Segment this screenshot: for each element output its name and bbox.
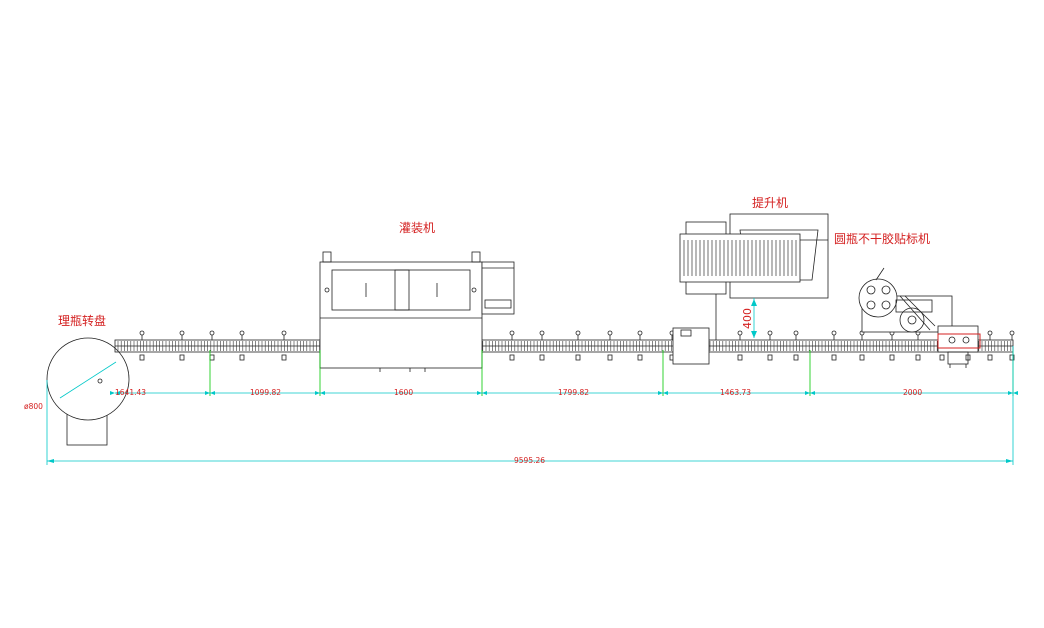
guide-post (575, 330, 581, 336)
segment-dimension-3: 1600 (394, 388, 413, 397)
conveyor (114, 330, 1015, 361)
leg-foot (831, 354, 837, 361)
dimension-arrow (663, 391, 668, 395)
filling-machine (319, 251, 515, 372)
total-dimension: 9595.26 (514, 456, 545, 465)
guide-post (737, 330, 743, 336)
guide-post (767, 330, 773, 336)
guide-post (509, 330, 515, 336)
dimension-arrow (320, 391, 325, 395)
segment-dimension-5: 1463.73 (720, 388, 751, 397)
leg-foot (987, 354, 993, 361)
leg-foot (859, 354, 865, 361)
dimension-lines (46, 346, 1018, 465)
segment-dimension-6: 2000 (903, 388, 922, 397)
leg-foot (281, 354, 287, 361)
guide-post (637, 330, 643, 336)
guide-post (793, 330, 799, 336)
guide-post (209, 330, 215, 336)
leg-foot (179, 354, 185, 361)
leg-foot (239, 354, 245, 361)
leg-foot (139, 354, 145, 361)
turntable (46, 337, 130, 446)
segment-dimension-4: 1799.82 (558, 388, 589, 397)
guide-post (139, 330, 145, 336)
height-dimension: 400 (741, 308, 754, 329)
guide-post (239, 330, 245, 336)
leg-foot (915, 354, 921, 361)
guide-post (179, 330, 185, 336)
labeling-machine (858, 267, 981, 368)
segment-dimension-2: 1099.82 (250, 388, 281, 397)
guide-post (1009, 330, 1015, 336)
dimension-arrow (805, 391, 810, 395)
leg-foot (509, 354, 515, 361)
dimension-arrow (810, 391, 815, 395)
guide-post (987, 330, 993, 336)
dimension-arrow (477, 391, 482, 395)
dimension-arrow (210, 391, 215, 395)
leg-foot (607, 354, 613, 361)
leg-foot (637, 354, 643, 361)
dimension-arrow (110, 391, 115, 395)
dimension-arrow (1008, 391, 1013, 395)
guide-post (831, 330, 837, 336)
leg-foot (575, 354, 581, 361)
leg-foot (737, 354, 743, 361)
segment-dimension-1: 1641.43 (115, 388, 146, 397)
dimension-arrow (315, 391, 320, 395)
turntable-label: 理瓶转盘 (58, 313, 106, 328)
leg-foot (889, 354, 895, 361)
leg-foot (539, 354, 545, 361)
dimension-arrow (482, 391, 487, 395)
dimension-arrow (1013, 391, 1018, 395)
leg-foot (209, 354, 215, 361)
dimension-arrow (658, 391, 663, 395)
guide-post (281, 330, 287, 336)
guide-post (539, 330, 545, 336)
elevator (672, 213, 829, 365)
dimension-arrow (115, 391, 120, 395)
diameter-dimension: ø800 (24, 402, 43, 411)
guide-post (607, 330, 613, 336)
leg-foot (793, 354, 799, 361)
filling-machine-label: 灌装机 (399, 221, 435, 235)
leg-foot (939, 354, 945, 361)
leg-foot (1009, 354, 1015, 361)
labeling-machine-label: 圆瓶不干胶贴标机 (834, 231, 930, 246)
dimension-arrow (205, 391, 210, 395)
leg-foot (767, 354, 773, 361)
elevator-label: 提升机 (752, 195, 788, 210)
